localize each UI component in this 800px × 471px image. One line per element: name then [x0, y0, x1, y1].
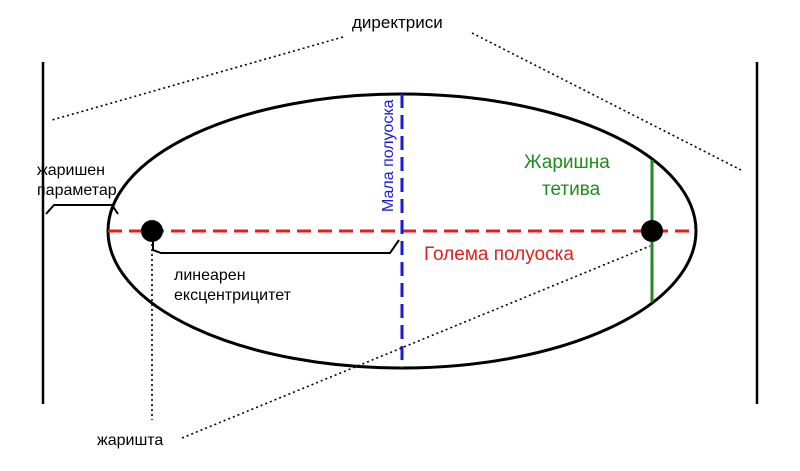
semi-latus-rectum-leader — [45, 204, 119, 215]
directrix-leader-left — [51, 36, 344, 121]
linear-eccentricity-bracket — [152, 233, 400, 254]
semi-major-axis-label: Голема полуоска — [424, 244, 574, 265]
focus-leader-right — [181, 245, 651, 439]
directrices-label: директриси — [352, 13, 443, 32]
directrix-leader-right — [471, 32, 742, 171]
linear-eccentricity-label-line1: линеарен — [174, 267, 246, 284]
linear-eccentricity-label-line2: ексцентрицитет — [174, 287, 292, 304]
semi-latus-rectum-label-line1: жаришен — [37, 162, 105, 179]
right-focus-point — [641, 220, 663, 242]
semi-minor-axis-label: Мала полуоска — [380, 99, 397, 212]
foci-label: жаришта — [97, 432, 163, 449]
left-focus-point — [141, 220, 163, 242]
focal-chord-label-line2: тетива — [542, 179, 601, 200]
focal-chord-label-line1: Жаришна — [524, 152, 610, 173]
semi-latus-rectum-label-line2: параметар — [37, 182, 117, 199]
